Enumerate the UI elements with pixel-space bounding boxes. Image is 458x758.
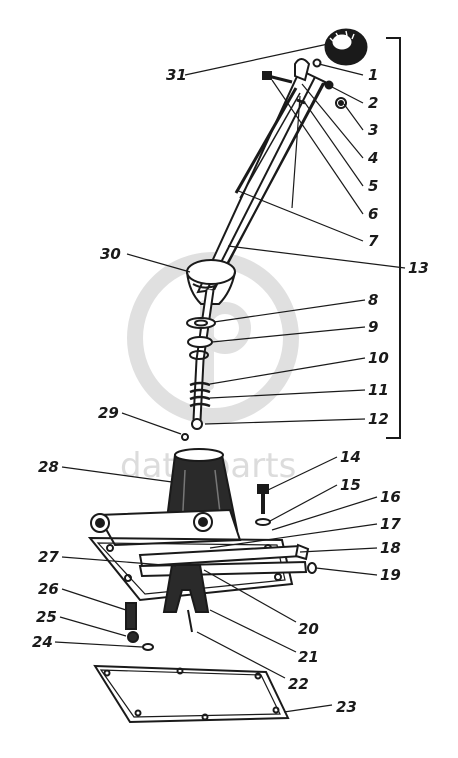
gear-lever — [196, 58, 347, 294]
label-19: 19 — [380, 566, 401, 584]
label-30: 30 — [100, 245, 121, 263]
label-8: 8 — [368, 291, 378, 309]
label-10: 10 — [368, 349, 389, 367]
label-5: 5 — [368, 177, 378, 195]
label-14: 14 — [340, 448, 361, 466]
label-16: 16 — [380, 488, 401, 506]
lever-boot-and-spring — [183, 259, 236, 440]
label-4: 4 — [367, 149, 378, 167]
label-18: 18 — [380, 539, 401, 557]
part-labels: 31 1 2 3 4 5 6 7 13 30 8 9 10 11 12 29 2… — [32, 66, 429, 716]
label-3: 3 — [368, 121, 378, 139]
label-24: 24 — [32, 633, 53, 651]
label-12: 12 — [368, 410, 389, 428]
label-26: 26 — [38, 580, 59, 598]
label-6: 6 — [368, 205, 378, 223]
label-21: 21 — [298, 648, 319, 666]
label-1: 1 — [368, 66, 378, 84]
bracket-right — [386, 37, 401, 439]
gear-knob — [324, 28, 368, 66]
label-9: 9 — [368, 318, 378, 336]
shift-forks — [138, 543, 310, 633]
shift-housing — [90, 448, 242, 547]
label-28: 28 — [38, 458, 59, 476]
label-31: 31 — [166, 66, 187, 84]
label-15: 15 — [340, 476, 361, 494]
bottom-cover-gasket — [93, 664, 290, 724]
label-2: 2 — [368, 94, 378, 112]
label-25: 25 — [36, 608, 57, 626]
label-17: 17 — [380, 515, 401, 533]
label-27: 27 — [38, 548, 59, 566]
label-29: 29 — [98, 404, 119, 422]
label-7: 7 — [368, 232, 379, 250]
label-22: 22 — [288, 675, 309, 693]
label-13: 13 — [408, 259, 429, 277]
leader-lines — [54, 43, 406, 713]
label-20: 20 — [298, 620, 319, 638]
label-11: 11 — [368, 381, 389, 399]
label-23: 23 — [336, 698, 357, 716]
